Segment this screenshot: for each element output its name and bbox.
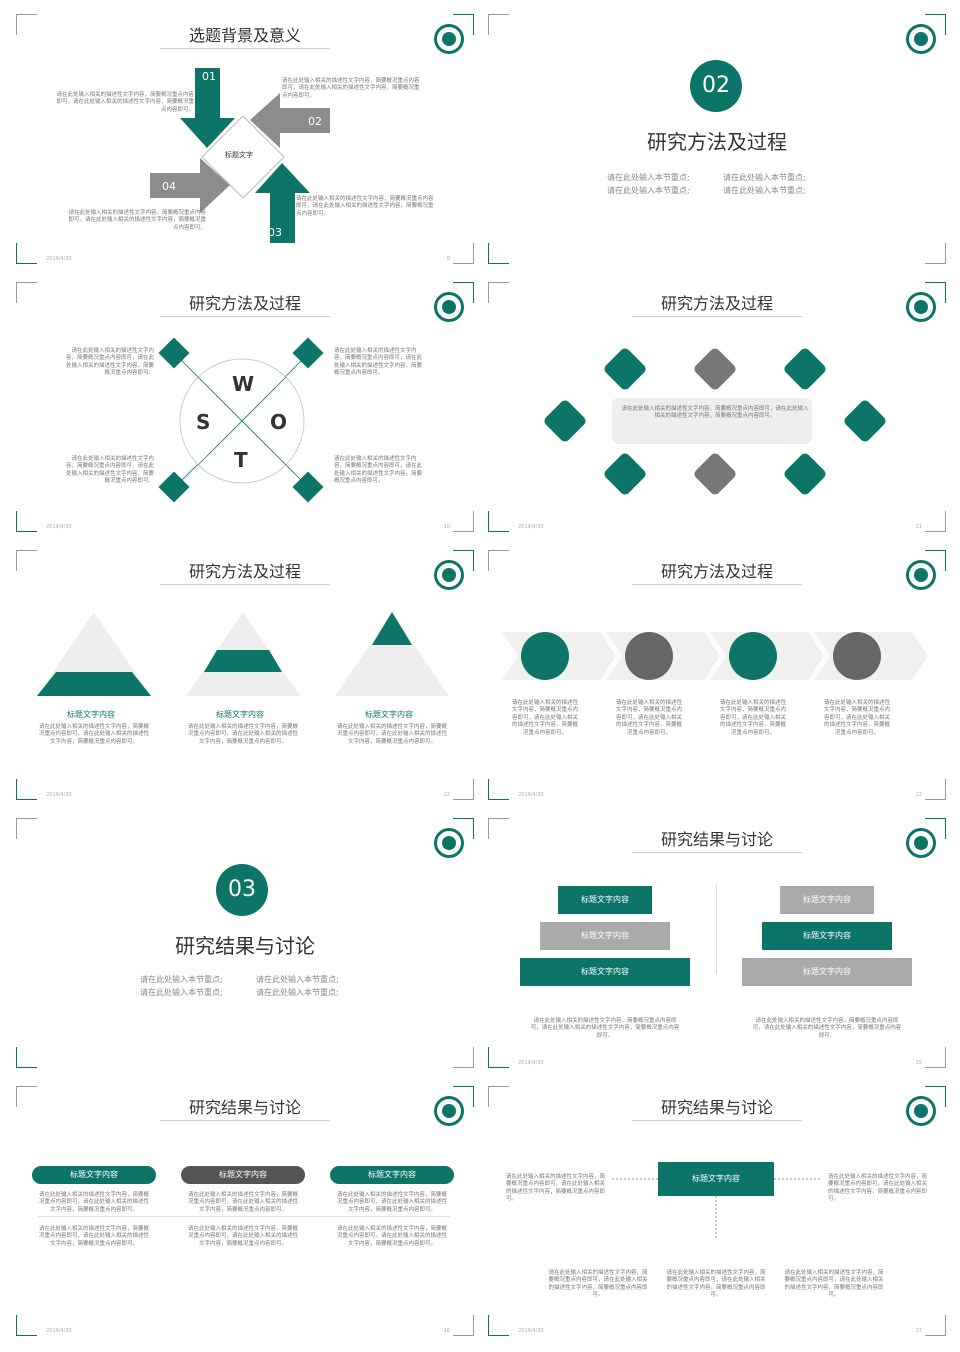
num-03: 03: [268, 226, 282, 239]
connectors: [612, 1178, 820, 1240]
swot-diagram: [158, 337, 324, 503]
slide-6: 研究方法及过程 请在此处输入相关的描述性文字内容，简要概况重点内容即可，请在此处…: [482, 544, 952, 806]
slide-5: 研究方法及过程 标题文字内容 标题文字内容 标题文字内容 请在此处输入相关的描述…: [10, 544, 480, 806]
slide-1: 选题背景及意义 标题文字 01 02 03 04 请在此处输入相关的描述性文字内…: [10, 8, 480, 270]
logo-icon: [434, 560, 464, 590]
logo-icon: [906, 292, 936, 322]
slide-10: 研究结果与讨论 标题文字内容 请在此处输入相关的描述性文字内容，简要概况重点内容…: [482, 1080, 952, 1342]
slide-9: 研究结果与讨论 标题文字内容 标题文字内容 标题文字内容 请在此处输入相关的描述…: [10, 1080, 480, 1342]
logo-icon: [434, 1096, 464, 1126]
logo-icon: [906, 1096, 936, 1126]
slide-8: 研究结果与讨论 标题文字内容 标题文字内容 标题文字内容 标题文字内容 标题文字…: [482, 812, 952, 1074]
logo-icon: [906, 828, 936, 858]
slide-3: 研究方法及过程 W S O T 请在此处输入相关的描述性文字内容，简要概况重点内…: [10, 276, 480, 538]
logo-icon: [906, 24, 936, 54]
process-arrows: [502, 632, 928, 680]
slide-7: 03 研究结果与讨论 请在此处输入本节重点; 请在此处输入本节重点; 请在此处输…: [10, 812, 480, 1074]
logo-icon: [434, 828, 464, 858]
arrows-diagram: [150, 68, 330, 243]
logo-icon: [434, 292, 464, 322]
slide-4: 研究方法及过程 请在此处输入相关的描述性文字内容，简要概况重点内容即可，请在此处…: [482, 276, 952, 538]
logo-icon: [434, 24, 464, 54]
section-number: 02: [690, 60, 742, 112]
diamond-diagram: [544, 348, 886, 495]
section-title: 研究方法及过程: [647, 130, 787, 154]
pyramids: [37, 612, 449, 696]
num-01: 01: [202, 70, 216, 83]
num-04: 04: [162, 180, 176, 193]
logo-icon: [906, 560, 936, 590]
num-02: 02: [308, 115, 322, 128]
slide-title: 选题背景及意义: [188, 26, 301, 45]
slide-2: 02 研究方法及过程 请在此处输入本节重点; 请在此处输入本节重点; 请在此处输…: [482, 8, 952, 270]
center-label: 标题文字: [225, 151, 253, 159]
